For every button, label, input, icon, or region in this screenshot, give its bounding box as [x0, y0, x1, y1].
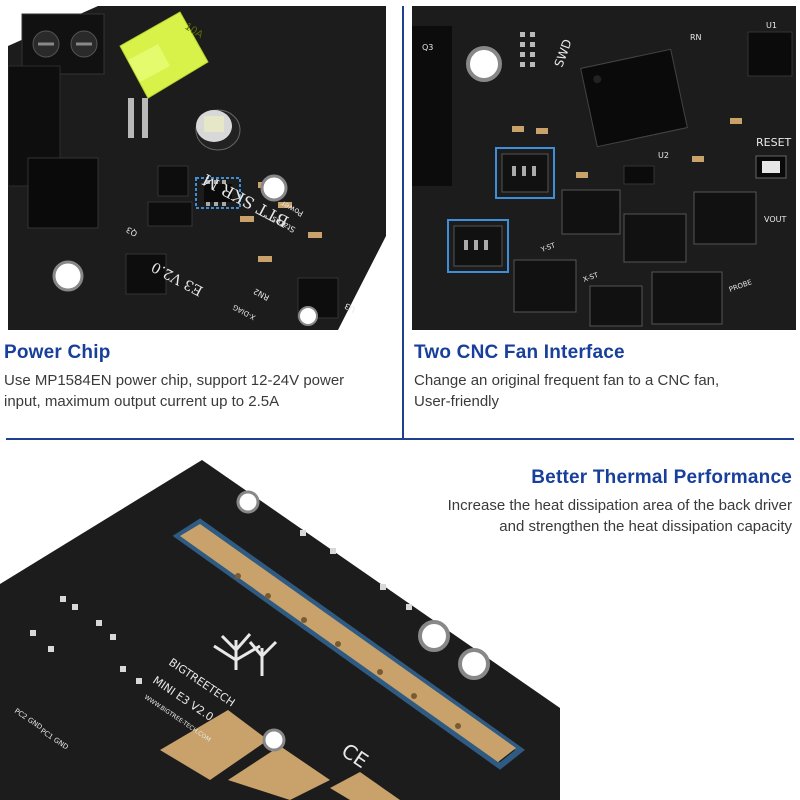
mounting-hole [52, 260, 84, 292]
fan-interface-desc-line1: Change an original frequent fan to a CNC… [414, 372, 720, 389]
mounting-hole [298, 306, 318, 326]
mp1584en-power-chip [195, 177, 241, 209]
power-chip-desc-line1: Use MP1584EN power chip, support 12-24V … [4, 372, 345, 389]
thermal-desc-line2: and strengthen the heat dissipation capa… [499, 518, 792, 535]
mounting-hole [458, 648, 490, 680]
thermal-title: Better Thermal Performance [531, 467, 792, 488]
silk-u2: U2 [658, 151, 669, 160]
mcu-chip [580, 48, 688, 148]
thermal-desc-line1: Increase the heat dissipation area of th… [447, 497, 792, 514]
silk-vout: VOUT [764, 215, 786, 224]
fan-interface-panel: SWD RESET U1 U2 Q3 VOUT RN PROBE Y-ST X-… [404, 0, 800, 440]
fan-board-illustration: SWD RESET U1 U2 Q3 VOUT RN PROBE Y-ST X-… [412, 6, 796, 330]
inductor [27, 157, 99, 229]
power-chip-title: Power Chip [4, 342, 111, 363]
fan-interface-photo: SWD RESET U1 U2 Q3 VOUT RN PROBE Y-ST X-… [412, 6, 796, 330]
mounting-hole [262, 728, 286, 752]
power-board-illustration: 10A [8, 6, 386, 330]
pcb-board-back [0, 460, 560, 800]
thermal-panel: Better Thermal Performance Increase the … [0, 440, 800, 800]
thermal-board-illustration: BIGTREETECH MINI E3 V2.0 WWW.BIGTREE-TEC… [0, 460, 560, 800]
power-chip-desc-line2: input, maximum output current up to 2.5A [4, 393, 280, 410]
capacitor [195, 109, 241, 151]
horizontal-divider [6, 438, 794, 440]
center-divider [402, 6, 404, 438]
silk-rn: RN [690, 33, 702, 42]
fan-interface-desc-line2: User-friendly [414, 393, 500, 410]
fan-connector-2 [447, 219, 509, 273]
fan-interface-title: Two CNC Fan Interface [414, 342, 625, 363]
fan-connector-1 [495, 147, 555, 199]
silk-reset: RESET [756, 136, 792, 149]
copper-heat-pad [180, 524, 516, 762]
silk-u1: U1 [766, 21, 777, 30]
mounting-hole [418, 620, 450, 652]
pcb-board [8, 6, 386, 330]
power-chip-photo: 10A [8, 6, 386, 330]
mounting-hole [236, 490, 260, 514]
mounting-hole [466, 46, 502, 82]
mounting-hole [260, 174, 288, 202]
power-chip-panel: 10A [0, 0, 402, 440]
silk-q3: Q3 [422, 43, 433, 52]
thermal-board-photo: BIGTREETECH MINI E3 V2.0 WWW.BIGTREE-TEC… [0, 450, 560, 800]
bigtreetech-logo [213, 633, 278, 676]
